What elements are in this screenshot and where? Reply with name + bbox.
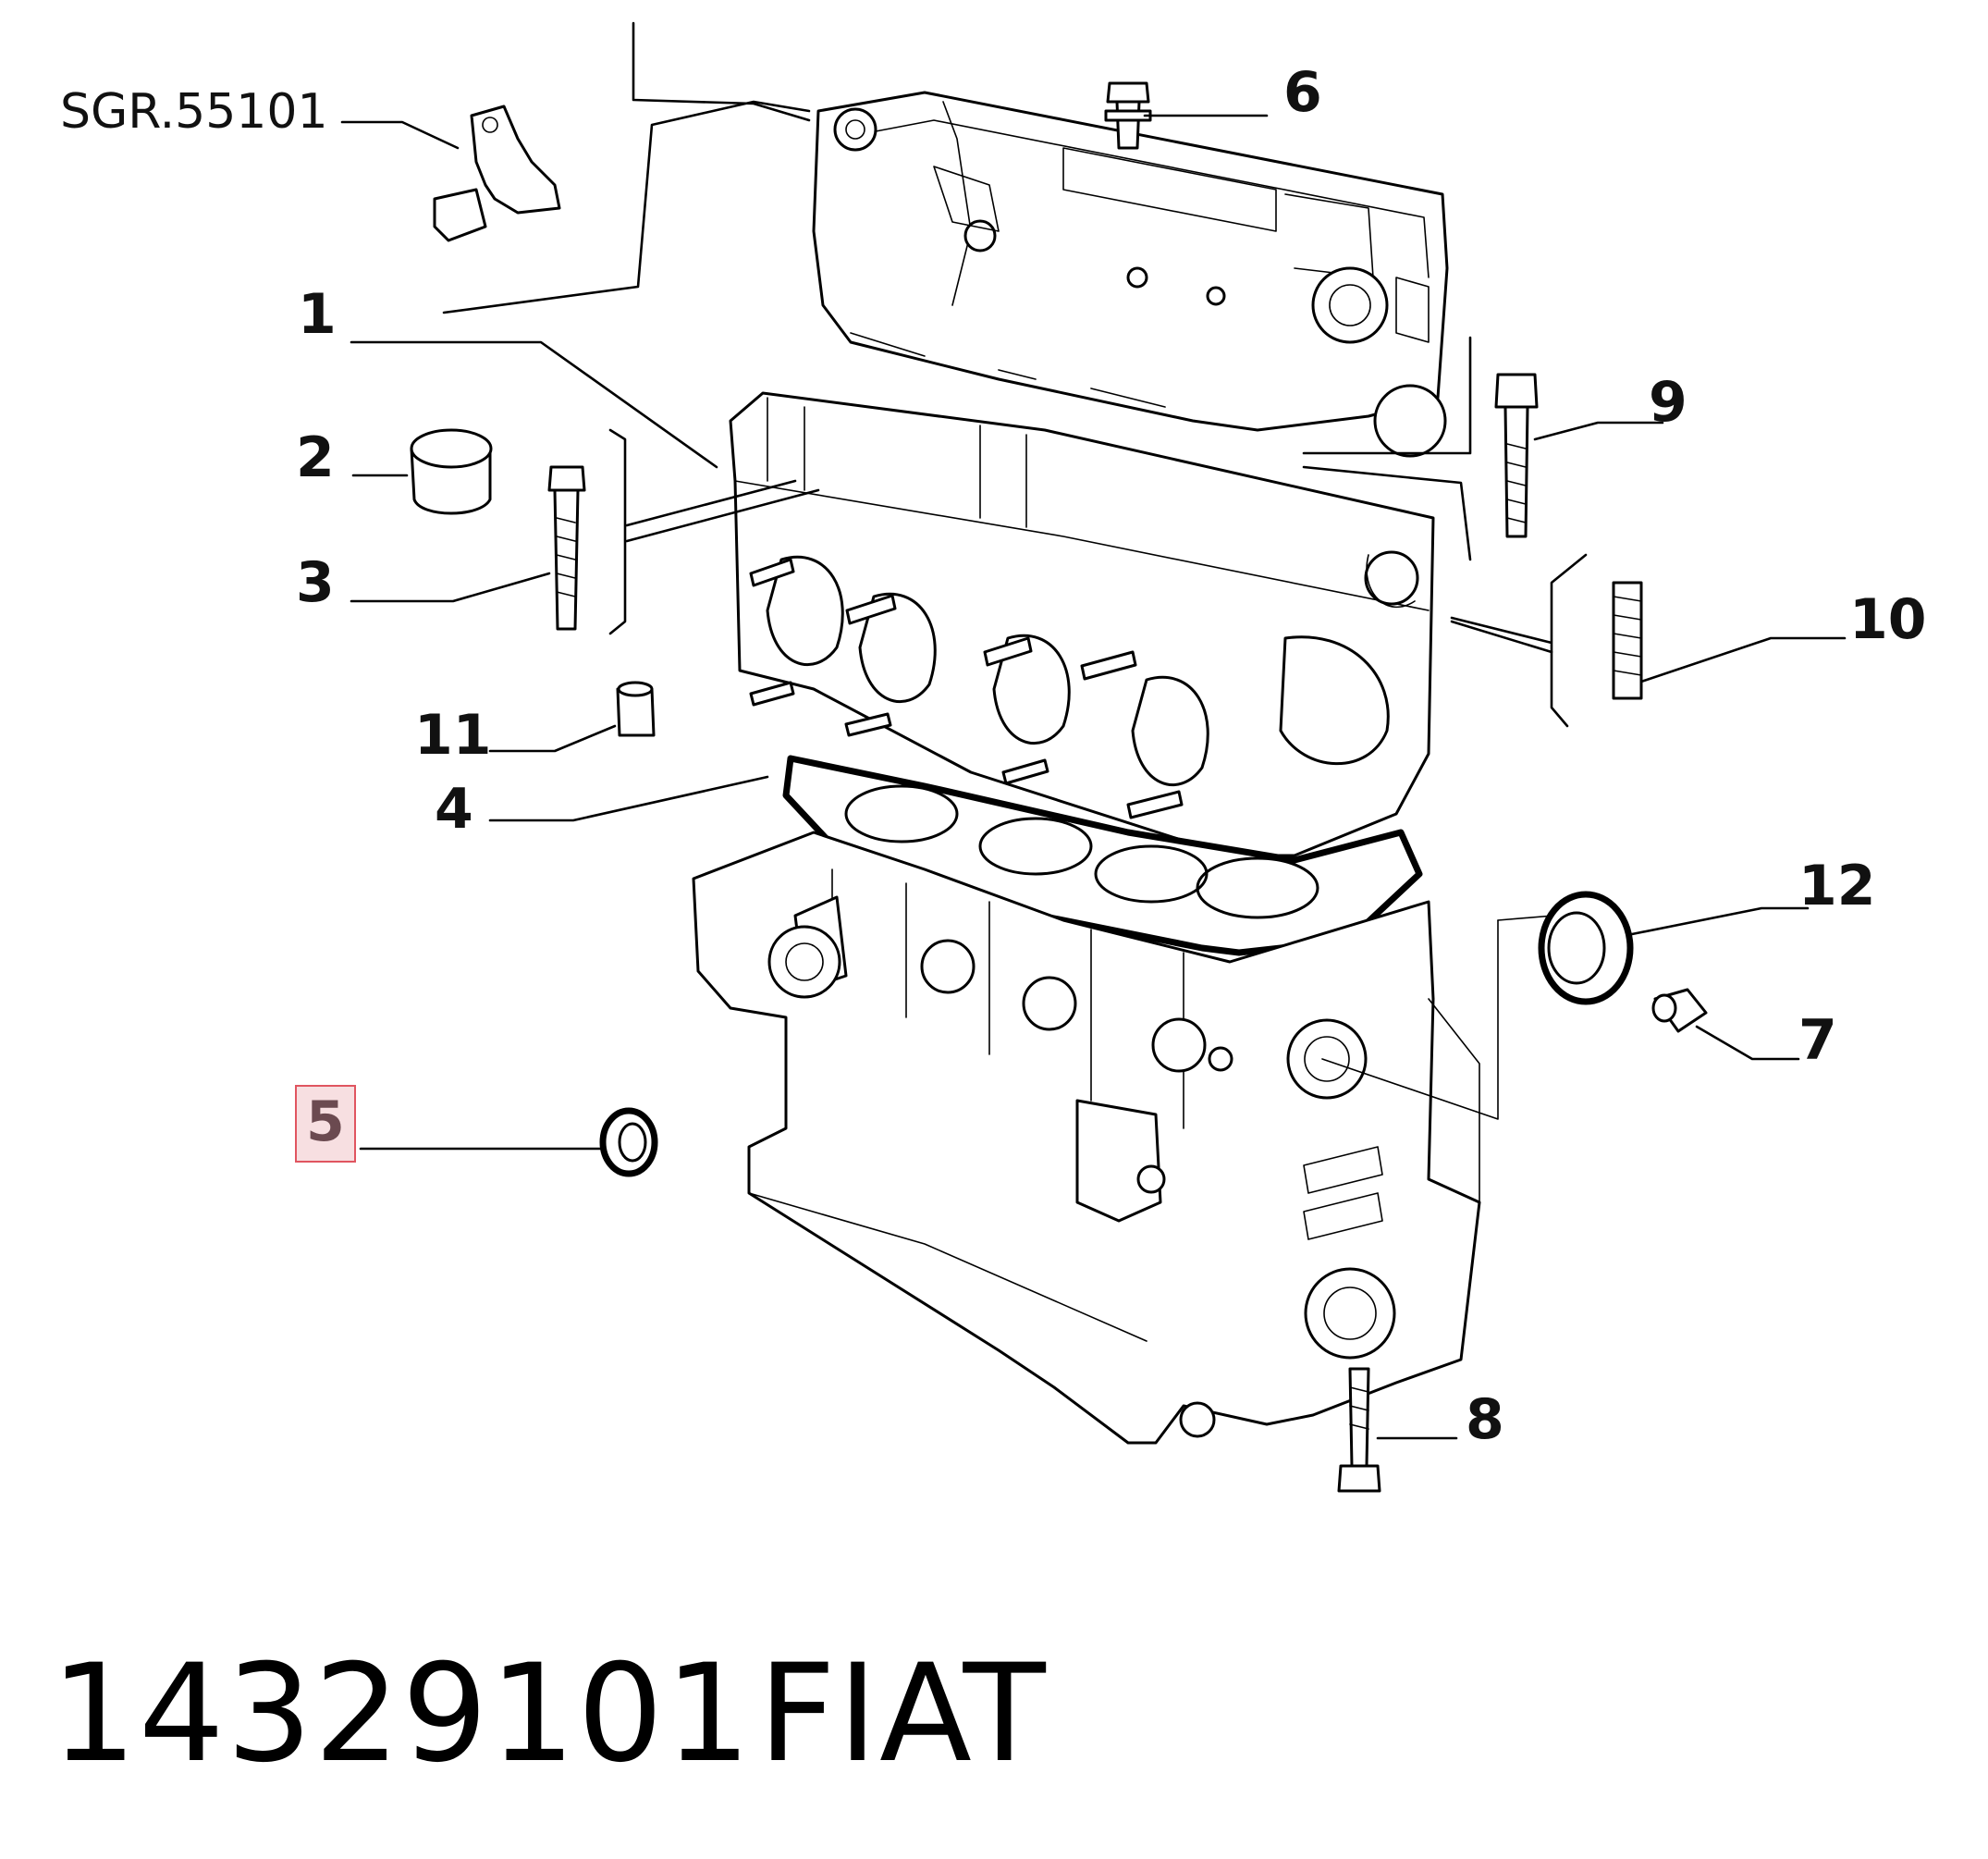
crank-seal-12 (1538, 891, 1634, 1005)
expansion-plug-5 (599, 1107, 658, 1177)
cover-bolt (1104, 81, 1152, 150)
callout-11[interactable]: 11 (414, 703, 492, 768)
callout-4[interactable]: 4 (435, 777, 473, 842)
cylinder-head (729, 384, 1447, 857)
camshaft-sensor (433, 105, 561, 242)
plug-7 (1651, 988, 1708, 1033)
dowel-pin (616, 681, 656, 737)
head-bolt (547, 465, 586, 631)
leader-lines (340, 21, 1847, 1440)
highlight-box-callout-5 (295, 1085, 356, 1163)
brand-name: FIAT (758, 1635, 1048, 1792)
valve-cover (812, 91, 1449, 432)
stud-10 (1612, 581, 1643, 700)
part-number: 14329101 (51, 1635, 754, 1792)
bolt-9 (1494, 373, 1539, 538)
engine-block (692, 831, 1481, 1445)
bucket-tappet (410, 428, 493, 515)
callout-6[interactable]: 6 (1283, 60, 1322, 125)
callout-10[interactable]: 10 (1849, 587, 1927, 652)
callout-1[interactable]: 1 (298, 282, 337, 347)
reference-label-sgr[interactable]: SGR.55101 (60, 84, 328, 140)
callout-2[interactable]: 2 (296, 425, 335, 490)
callout-3[interactable]: 3 (296, 550, 335, 615)
callout-9[interactable]: 9 (1649, 370, 1687, 435)
callout-7[interactable]: 7 (1798, 1008, 1837, 1073)
bolt-8 (1337, 1367, 1381, 1493)
callout-8[interactable]: 8 (1466, 1387, 1504, 1452)
callout-12[interactable]: 12 (1798, 854, 1876, 918)
callout-5[interactable]: 5 (306, 1090, 345, 1154)
